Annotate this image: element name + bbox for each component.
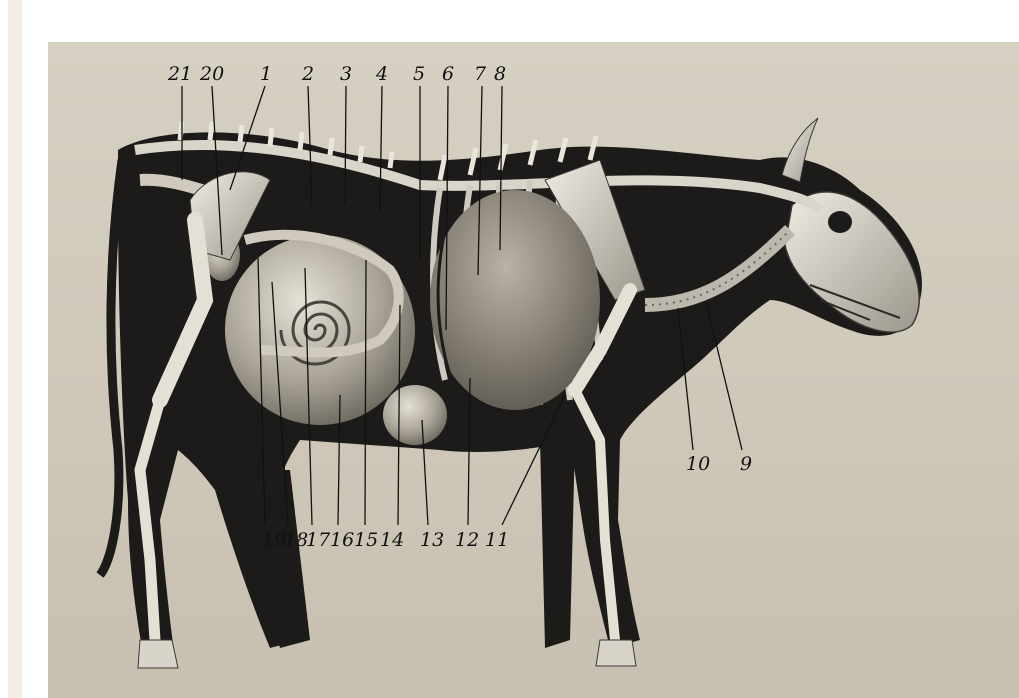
label-9: 9	[740, 453, 752, 475]
eye-socket	[828, 211, 852, 233]
label-16: 16	[330, 529, 354, 551]
label-17: 17	[306, 529, 331, 551]
label-14: 14	[380, 529, 404, 551]
hind-hoof	[138, 640, 178, 668]
skull	[785, 192, 919, 332]
label-4: 4	[375, 63, 388, 85]
label-21: 21	[167, 63, 192, 85]
label-15: 15	[354, 529, 378, 551]
abomasum	[383, 385, 447, 445]
label-20: 20	[199, 63, 224, 85]
fore-hoof	[596, 640, 636, 666]
label-5: 5	[413, 63, 425, 85]
label-12: 12	[455, 529, 479, 551]
label-2: 2	[301, 63, 314, 85]
far-fore-leg	[540, 440, 575, 648]
tail	[100, 160, 122, 575]
label-18: 18	[284, 529, 308, 551]
label-13: 13	[420, 529, 444, 551]
label-11: 11	[485, 529, 509, 551]
label-6: 6	[442, 63, 454, 85]
label-19: 19	[262, 529, 286, 551]
lung	[430, 190, 600, 410]
label-1: 1	[260, 63, 272, 85]
label-7: 7	[474, 63, 487, 85]
label-3: 3	[340, 63, 352, 85]
label-8: 8	[494, 63, 506, 85]
label-10: 10	[686, 453, 710, 475]
